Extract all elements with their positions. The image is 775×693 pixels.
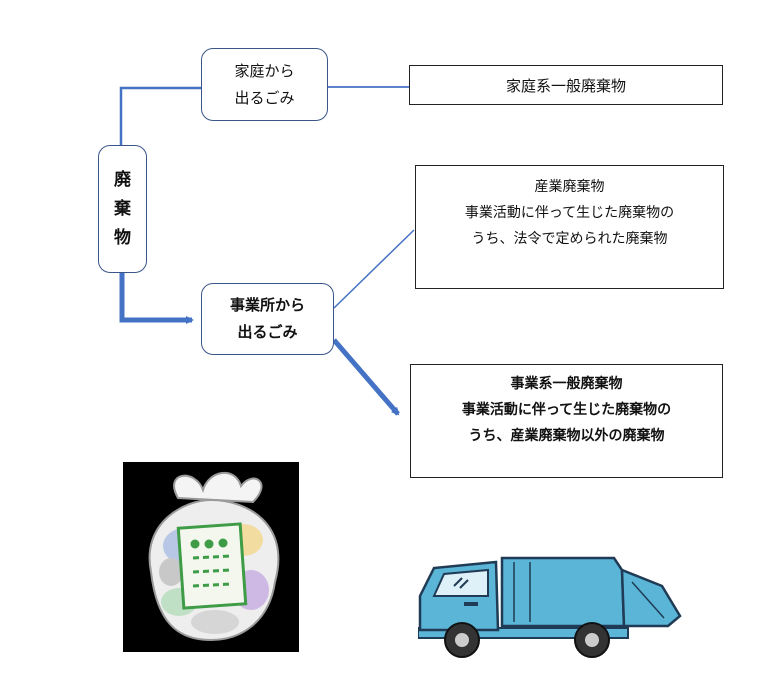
business-source-line1: 事業所から (229, 296, 305, 314)
root-char-2: 棄 (114, 198, 131, 219)
business-general-waste-line1: 事業活動に伴って生じた廃棄物の (461, 402, 672, 418)
business-general-waste-line2: うち、産業廃棄物以外の廃棄物 (468, 428, 665, 444)
industrial-waste-box: 産業廃棄物 事業活動に伴って生じた廃棄物の うち、法令で定められた廃棄物 (415, 165, 724, 289)
industrial-waste-line1: 事業活動に伴って生じた廃棄物の (464, 205, 675, 221)
household-general-waste-label: 家庭系一般廃棄物 (505, 76, 626, 95)
garbage-bag-illustration (123, 462, 299, 652)
garbage-truck-icon (417, 556, 682, 658)
household-source-line1: 家庭から (234, 61, 295, 80)
household-source-line2: 出るごみ (234, 88, 295, 107)
business-general-waste-title: 事業系一般廃棄物 (510, 376, 623, 392)
business-source-line2: 出るごみ (237, 323, 298, 341)
household-source-box: 家庭から 出るごみ (201, 48, 328, 121)
arrow-root-to-business (119, 272, 194, 324)
garbage-bag-icon (148, 471, 280, 642)
business-source-box: 事業所から 出るごみ (201, 283, 334, 355)
arrow-business-to-general (332, 338, 400, 416)
industrial-waste-line2: うち、法令で定められた廃棄物 (471, 231, 668, 247)
industrial-waste-title: 産業廃棄物 (534, 179, 605, 195)
garbage-truck-illustration (417, 556, 688, 664)
connector-root-to-household (119, 86, 202, 145)
business-general-waste-box: 事業系一般廃棄物 事業活動に伴って生じた廃棄物の うち、産業廃棄物以外の廃棄物 (410, 364, 723, 478)
root-char-3: 物 (114, 227, 131, 248)
connector-business-to-industrial (333, 229, 415, 309)
household-general-waste-box: 家庭系一般廃棄物 (409, 65, 723, 105)
root-char-1: 廃 (114, 169, 131, 190)
root-waste-box: 廃 棄 物 (98, 145, 147, 273)
